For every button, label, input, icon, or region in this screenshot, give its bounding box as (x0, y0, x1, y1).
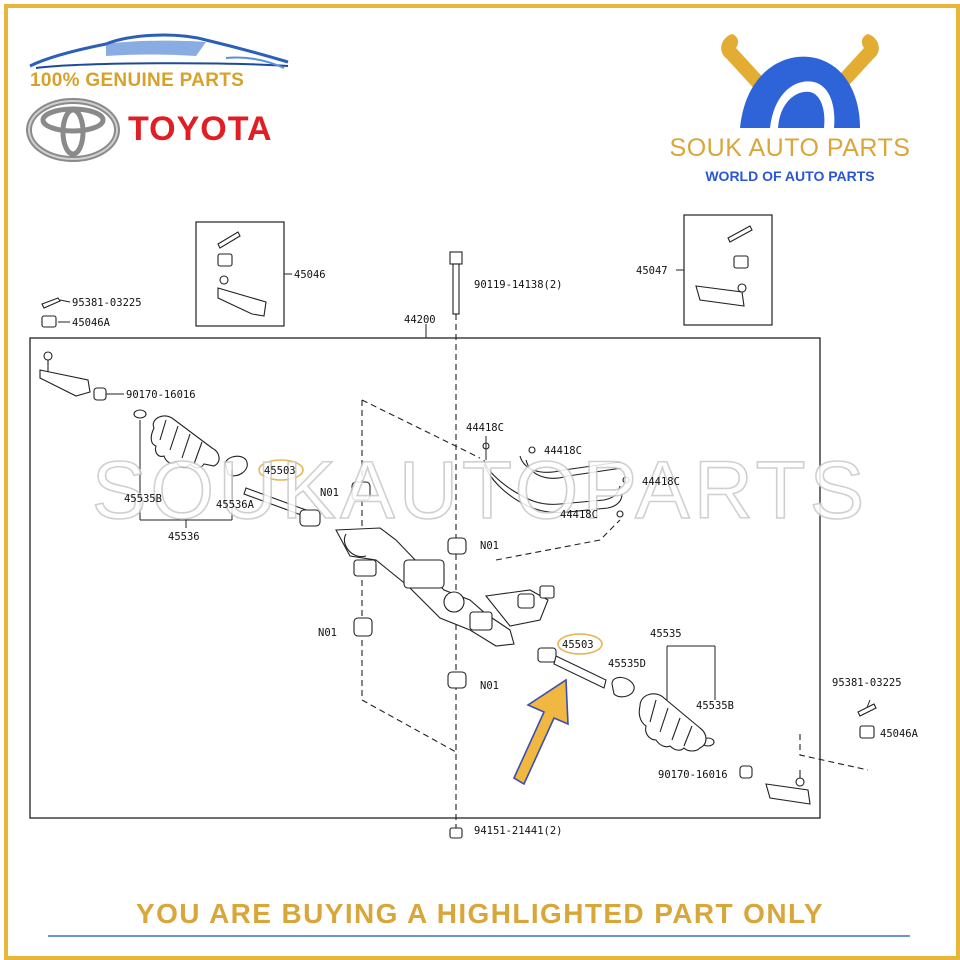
highlight-ring-left (258, 459, 304, 481)
label-90119: 90119-14138(2) (474, 279, 563, 291)
store-tagline: WORLD OF AUTO PARTS (705, 168, 875, 184)
label-N01-a: N01 (320, 487, 339, 499)
label-44418C-a: 44418C (466, 422, 504, 434)
purchase-notice: YOU ARE BUYING A HIGHLIGHTED PART ONLY (136, 898, 824, 929)
page-frame (4, 4, 960, 960)
toyota-wordmark: TOYOTA (128, 110, 273, 148)
car-silhouette-icon (29, 33, 289, 69)
bottom-divider (48, 935, 910, 937)
highlight-arrow-icon (512, 678, 569, 786)
label-45536A: 45536A (216, 499, 255, 511)
label-90170-left: 90170-16016 (126, 389, 196, 401)
label-44418C-c: 44418C (642, 476, 680, 488)
label-45535D: 45535D (608, 658, 646, 670)
label-N01-c: N01 (318, 627, 337, 639)
highlight-ring-right (557, 633, 603, 655)
watermark-text: SOUKAUTOPARTS (92, 445, 869, 536)
label-45047: 45047 (636, 265, 668, 277)
label-44418C-d: 44418C (560, 509, 598, 521)
label-90170-right: 90170-16016 (658, 769, 728, 781)
store-name: SOUK AUTO PARTS (669, 134, 911, 162)
box-45046 (195, 221, 285, 327)
label-45536: 45536 (168, 531, 200, 543)
label-45046: 45046 (294, 269, 326, 281)
label-45535B-right: 45535B (696, 700, 734, 712)
label-45503-left: 45503 (264, 465, 296, 477)
label-45046A-right: 45046A (880, 728, 919, 740)
label-95381-left: 95381-03225 (72, 297, 142, 309)
label-94151: 94151-21441(2) (474, 825, 563, 837)
label-N01-d: N01 (480, 680, 499, 692)
genuine-parts-text: 100% GENUINE PARTS (30, 70, 245, 91)
label-N01-b: N01 (480, 540, 499, 552)
label-95381-right: 95381-03225 (832, 677, 902, 689)
label-44418C-b: 44418C (544, 445, 582, 457)
label-45046A-left: 45046A (72, 317, 111, 329)
assembly-box (29, 337, 821, 819)
toyota-emblem-icon (26, 98, 120, 162)
label-45535: 45535 (650, 628, 682, 640)
label-45503-right: 45503 (562, 639, 594, 651)
wrench-logo-icon (721, 34, 879, 128)
label-45535B-left: 45535B (124, 493, 162, 505)
box-45047 (683, 214, 773, 326)
label-44200: 44200 (404, 314, 436, 326)
highlighted-part-45503 (537, 647, 607, 689)
